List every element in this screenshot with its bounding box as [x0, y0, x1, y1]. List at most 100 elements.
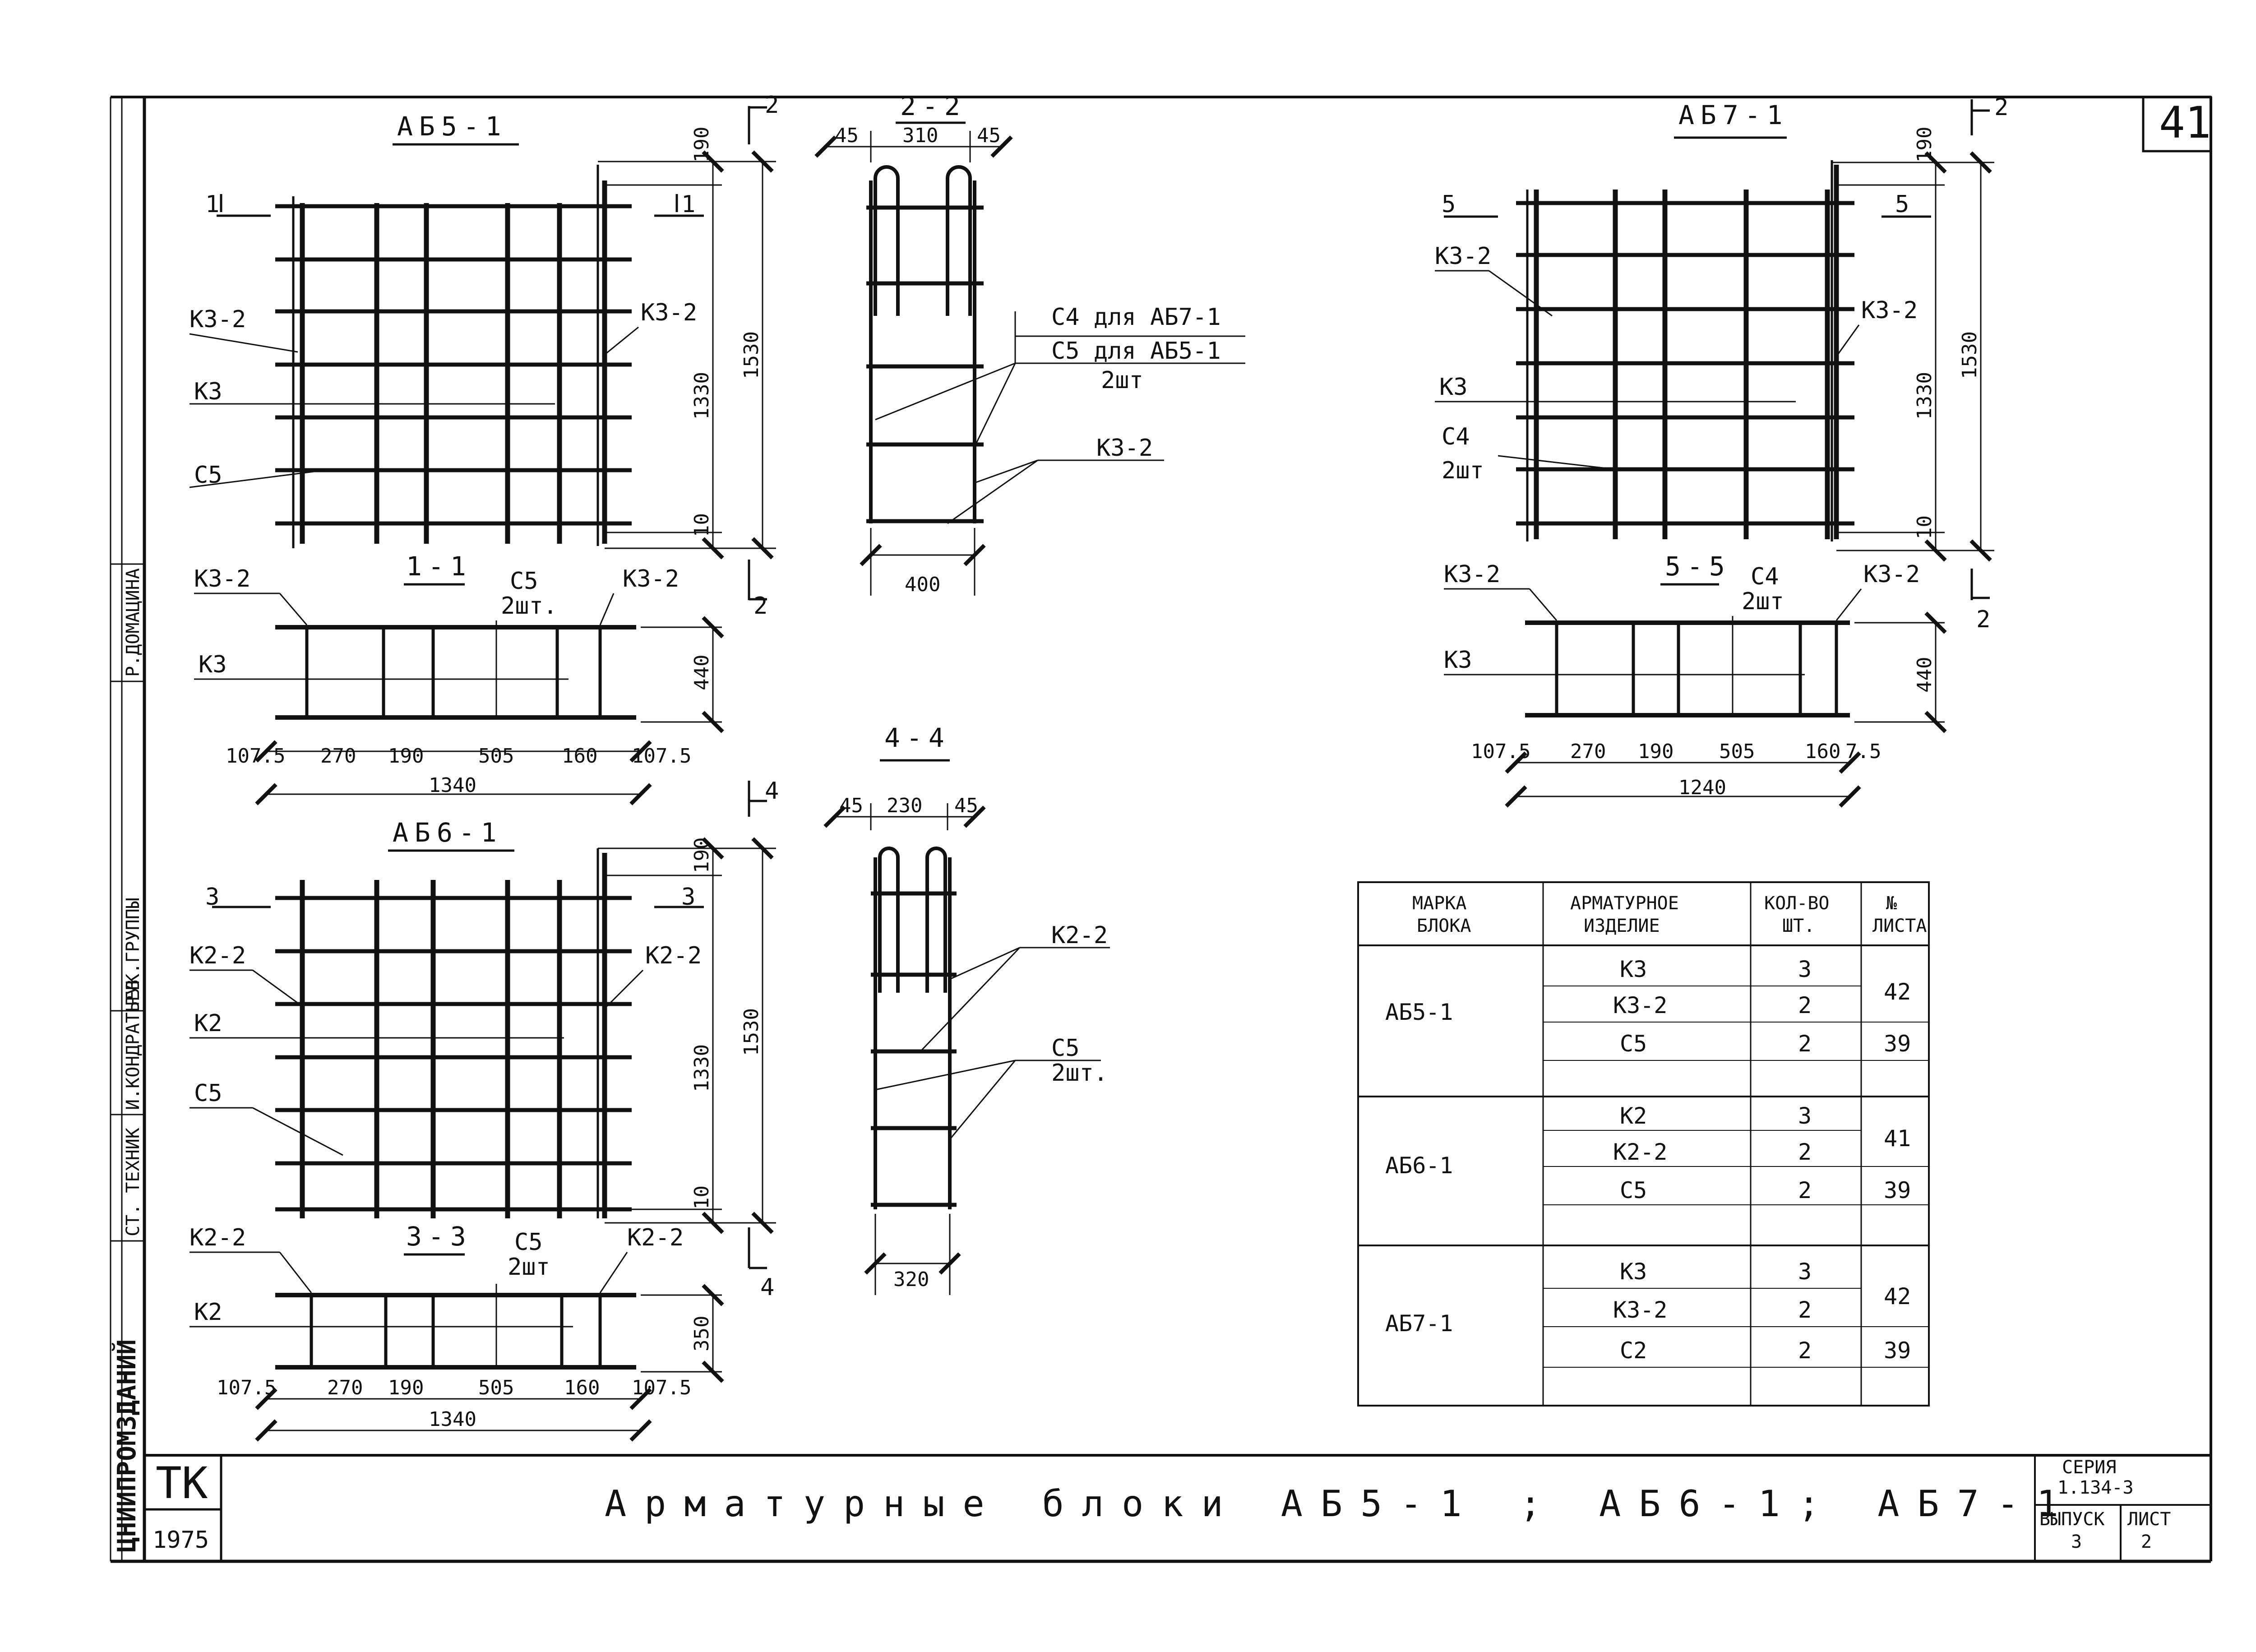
sec55-height: 440 — [1913, 657, 1936, 693]
ab61-label-c5: С5 — [194, 1080, 222, 1107]
table-qty: 2 — [1798, 1177, 1812, 1203]
table-item: С2 — [1620, 1337, 1647, 1364]
ab51-cut-22-top: 2 — [765, 92, 779, 119]
ab51-cut-left: 1 — [205, 191, 219, 218]
table-qty: 2 — [1798, 1139, 1812, 1165]
page-label: ЛИСТ — [2127, 1509, 2171, 1530]
table-item: К3 — [1620, 1259, 1647, 1285]
ab51-label-k3: К3 — [194, 378, 222, 405]
ab71-dim-bottom: 10 — [1913, 515, 1936, 539]
ab61-label-k22-left: К2-2 — [190, 942, 246, 969]
sec33-span-3: 505 — [478, 1376, 514, 1399]
issue-label: ВЫПУСК — [2039, 1509, 2105, 1530]
sec55-span-3: 505 — [1719, 740, 1755, 763]
table-item: К3-2 — [1613, 1297, 1667, 1323]
sec44-qty: 2шт. — [1051, 1060, 1108, 1087]
sec22-width: 400 — [905, 573, 940, 596]
ab51-label-k32-left: К3-2 — [190, 306, 246, 333]
ab51-dim-bottom: 10 — [690, 513, 713, 537]
ab61-dim-top: 190 — [690, 838, 713, 873]
sec11-span-3: 505 — [478, 745, 514, 768]
sec22-k32: К3-2 — [1096, 435, 1153, 462]
ab61-label-k22-right: К2-2 — [645, 942, 702, 969]
sec11-span-2: 190 — [388, 745, 424, 768]
ab71-label-k3: К3 — [1439, 374, 1468, 401]
stamp-tk: ТК — [156, 1458, 208, 1509]
table-header-sheet-2: ЛИСТА — [1872, 916, 1927, 936]
series-value: 1.134-3 — [2057, 1477, 2134, 1498]
ab61-cut-44-bottom: 4 — [760, 1274, 774, 1301]
sec33-c5: С5 — [514, 1229, 543, 1256]
sec55-k32-left: К3-2 — [1444, 561, 1500, 588]
table-qty: 3 — [1798, 1259, 1812, 1285]
sec33-span-4: 160 — [564, 1376, 600, 1399]
sec55-span-2: 190 — [1638, 740, 1674, 763]
table-sheet: 42 — [1884, 1283, 1911, 1310]
ab71-label-c4-qty: 2шт — [1442, 457, 1484, 484]
section-55: 5-5 440 107.5 270 190 505 160 7.5 1240 К… — [1444, 551, 1947, 808]
stamp-year: 1975 — [153, 1527, 209, 1554]
table-qty: 3 — [1798, 956, 1812, 982]
ab71-dim-inner: 1330 — [1913, 372, 1936, 420]
ab51-label-k32-right: К3-2 — [641, 299, 697, 326]
table-item: К3-2 — [1613, 992, 1667, 1018]
table-qty: 2 — [1798, 1297, 1812, 1323]
issue-value: 3 — [2071, 1532, 2082, 1552]
ab61-cut-left: 3 — [205, 884, 219, 911]
sec44-k22: К2-2 — [1051, 922, 1108, 949]
sec55-title: 5-5 — [1665, 551, 1731, 582]
table-item: К3 — [1620, 956, 1647, 982]
table-header-sheet-1: № — [1886, 893, 1897, 914]
sec44-width: 320 — [893, 1268, 929, 1291]
table-sheet: 39 — [1884, 1337, 1911, 1364]
sec33-span-1: 270 — [327, 1376, 363, 1399]
sec11-span-5: 107.5 — [632, 745, 691, 768]
ab51-dim-inner: 1330 — [690, 372, 713, 420]
table-block: АБ7-1 — [1385, 1310, 1453, 1337]
table-header-block-2: БЛОКА — [1417, 916, 1471, 936]
sec22-top-1: 310 — [902, 124, 938, 147]
sec22-qty: 2шт — [1101, 367, 1143, 394]
sec44-c5: С5 — [1051, 1035, 1080, 1062]
side-role1: СТ. ТЕХНИК — [123, 1128, 143, 1236]
sec44-title: 4-4 — [884, 722, 951, 753]
spec-table: МАРКА БЛОКА АРМАТУРНОЕ ИЗДЕЛИЕ КОЛ-ВО ШТ… — [1357, 881, 1930, 1407]
ab71-dim-top: 190 — [1913, 127, 1936, 162]
ab71-label-k32-left: К3-2 — [1435, 243, 1491, 270]
table-item: К2 — [1620, 1103, 1647, 1129]
sec55-c4-qty: 2шт — [1742, 588, 1784, 615]
table-qty: 2 — [1798, 1031, 1812, 1057]
table-qty: 3 — [1798, 1103, 1812, 1129]
sec44-top-1: 230 — [887, 794, 922, 817]
table-qty: 2 — [1798, 992, 1812, 1018]
table-header-qty-2: ШТ. — [1782, 916, 1815, 936]
ab51-cut-22-bottom: 2 — [754, 592, 767, 620]
sec22-title: 2-2 — [900, 91, 966, 121]
table-sheet: 39 — [1884, 1177, 1911, 1203]
ab71-label-c4: С4 — [1442, 423, 1470, 450]
ab71-label-k32-right: К3-2 — [1861, 297, 1918, 324]
ab61-cut-44-top: 4 — [765, 777, 779, 805]
sec11-k32-right: К3-2 — [623, 565, 679, 592]
sec55-k32-right: К3-2 — [1863, 561, 1920, 588]
sec11-k3: К3 — [199, 651, 227, 678]
ab61-dim-inner: 1330 — [690, 1044, 713, 1092]
ab61-title: АБ6-1 — [393, 817, 503, 848]
sec33-k22-left: К2-2 — [190, 1224, 246, 1251]
sec33-span-2: 190 — [388, 1376, 424, 1399]
sec55-span-5: 7.5 — [1845, 740, 1881, 763]
ab61-dim-outer: 1530 — [740, 1008, 763, 1056]
sec11-total: 1340 — [429, 774, 476, 797]
ab71-dim-outer: 1530 — [1958, 331, 1981, 379]
table-sheet: 41 — [1884, 1125, 1911, 1152]
sec33-k22-right: К2-2 — [627, 1224, 684, 1251]
ab51-title: АБ5-1 — [397, 111, 508, 142]
ab51-grid — [300, 180, 607, 544]
sec11-k32-left: К3-2 — [194, 565, 250, 592]
table-item: К2-2 — [1613, 1139, 1667, 1165]
sec11-c5: С5 — [510, 568, 538, 595]
ab51-dim-outer: 1530 — [740, 331, 763, 379]
ab51-bars — [275, 204, 632, 526]
sec44-top-2: 45 — [954, 794, 978, 817]
